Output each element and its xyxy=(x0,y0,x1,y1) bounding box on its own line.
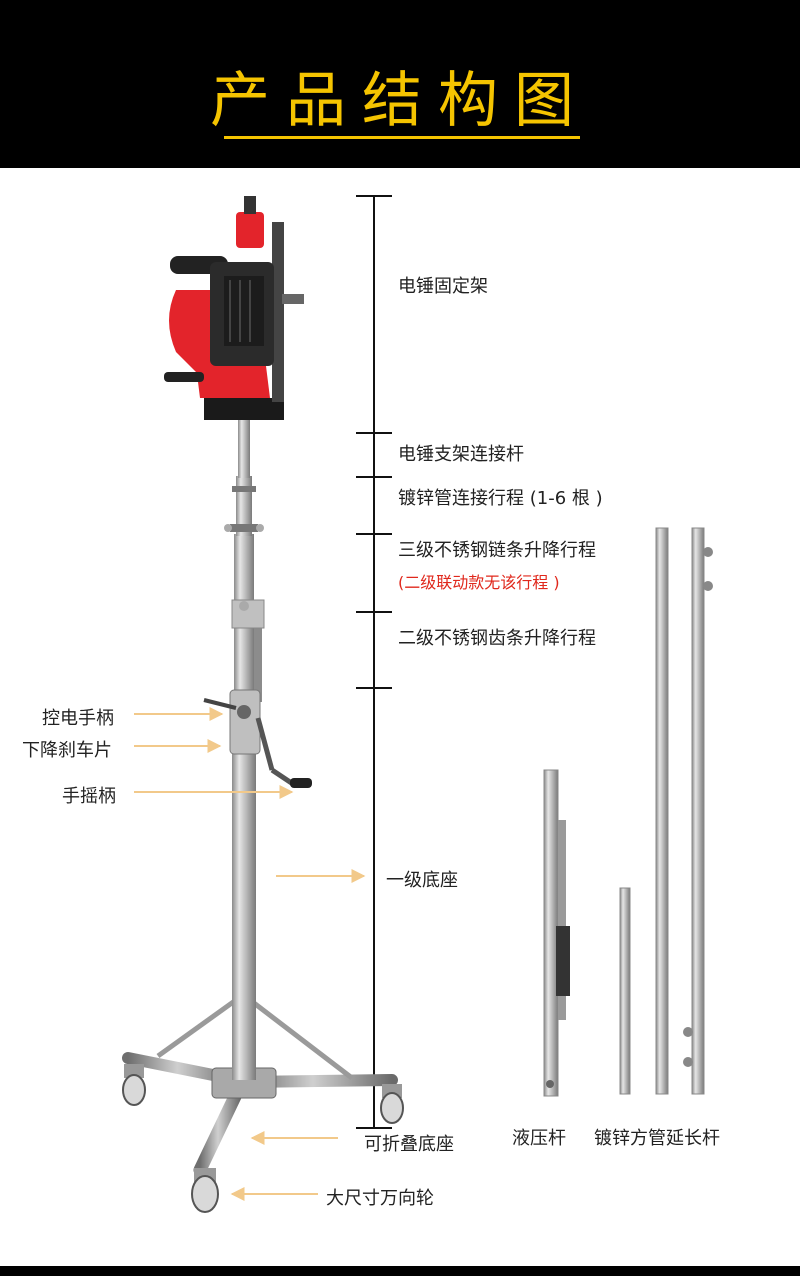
label-chain-stroke: 三级不锈钢链条升降行程 xyxy=(398,540,596,561)
folding-base-legs xyxy=(122,997,398,1177)
label-caster: 大尺寸万向轮 xyxy=(326,1188,434,1209)
label-chain-note: (二级联动款无该行程 ) xyxy=(398,573,560,592)
header-banner: 产品结构图 xyxy=(0,0,800,168)
label-base-level1: 一级底座 xyxy=(386,870,458,891)
label-hydraulic-rod: 液压杆 xyxy=(512,1128,566,1149)
label-brake-pad: 下降刹车片 xyxy=(22,740,112,761)
label-galv-stroke: 镀锌管连接行程 (1-6 根 ) xyxy=(398,488,603,509)
label-hammer-rod: 电锤支架连接杆 xyxy=(398,444,524,465)
electric-hammer-icon xyxy=(164,196,274,398)
callout-arrows xyxy=(134,707,366,1201)
label-rack-stroke: 二级不锈钢齿条升降行程 xyxy=(398,628,596,649)
product-structure-illustration xyxy=(122,195,713,1213)
caster-wheels xyxy=(122,1064,404,1213)
label-extension-rod: 镀锌方管延长杆 xyxy=(594,1128,720,1149)
hydraulic-rod-accessory xyxy=(543,769,570,1097)
hammer-mount-plate xyxy=(204,222,304,420)
label-hammer-mount: 电锤固定架 xyxy=(398,276,488,297)
label-crank-handle: 手摇柄 xyxy=(62,786,116,807)
bottom-bar xyxy=(0,1266,800,1276)
label-power-handle: 控电手柄 xyxy=(42,708,114,729)
main-column xyxy=(203,420,312,1080)
label-folding-base: 可折叠底座 xyxy=(364,1134,454,1155)
title-underline xyxy=(224,136,580,139)
dimension-bracket xyxy=(356,195,392,1129)
page-title: 产品结构图 xyxy=(210,66,590,136)
extension-rods-accessory xyxy=(619,527,713,1095)
